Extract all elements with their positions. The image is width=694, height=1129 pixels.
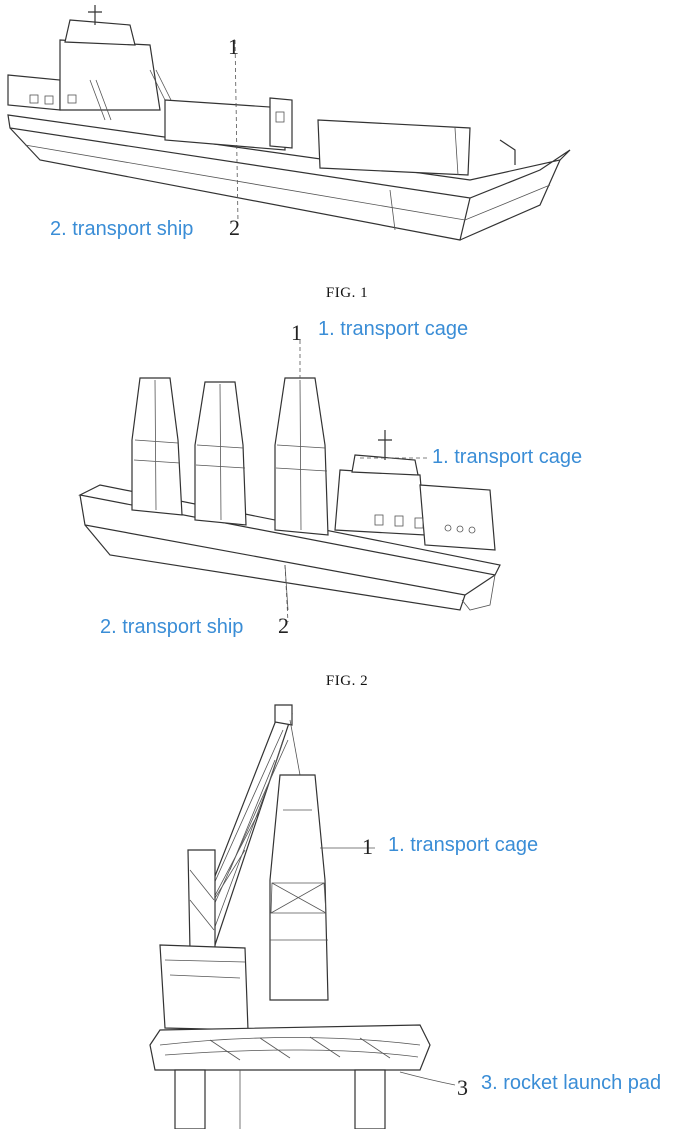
- fig3-launch-pad-deck: [149, 1024, 431, 1071]
- fig3-pad-label: 3. rocket launch pad: [481, 1072, 662, 1094]
- fig2-ship-number: 2: [278, 613, 289, 638]
- fig3-cage-number: 1: [362, 834, 373, 859]
- fig3-pad-number: 3: [457, 1075, 468, 1100]
- fig1-ship-hull: [7, 114, 571, 241]
- fig1-ship-label: 2. transport ship: [50, 218, 194, 240]
- fig1-superstructure: [7, 5, 172, 121]
- fig2-ship-hull: [78, 484, 501, 611]
- fig1-ship-number: 2: [229, 215, 240, 240]
- fig1-drawing: [7, 5, 571, 241]
- fig3-crane-tower: [187, 849, 216, 951]
- fig2-caption: FIG. 2: [325, 673, 369, 689]
- fig2-superstructure: [334, 430, 496, 551]
- fig2-cage-1: [131, 377, 183, 516]
- fig3-launch-pad-legs: [174, 1069, 386, 1129]
- fig3-crane-boom: [189, 704, 301, 946]
- fig1-transport-cage-right: [317, 119, 516, 176]
- fig1-transport-cage-left: [164, 97, 293, 151]
- fig2-cage-label-side: 1. transport cage: [432, 446, 583, 468]
- fig2-cage-3: [274, 377, 329, 536]
- fig2-cage-2: [194, 381, 247, 526]
- fig2-drawing: [78, 340, 501, 623]
- fig1-cage-number: 1: [228, 34, 239, 59]
- fig2-ship-label: 2. transport ship: [100, 616, 244, 638]
- fig3-drawing: [149, 704, 456, 1129]
- fig2-cage-label-top: 1. transport cage: [318, 318, 469, 340]
- fig2-leader-ship: [284, 564, 289, 623]
- fig3-crane-base: [159, 944, 249, 1031]
- fig3-transport-cage: [269, 774, 329, 1001]
- fig1-caption: FIG. 1: [325, 285, 369, 301]
- fig3-cage-label: 1. transport cage: [388, 834, 539, 856]
- fig2-cage-number: 1: [291, 320, 302, 345]
- fig3-leader-pad: [399, 1071, 456, 1086]
- fig1-leader-cage: [234, 39, 239, 223]
